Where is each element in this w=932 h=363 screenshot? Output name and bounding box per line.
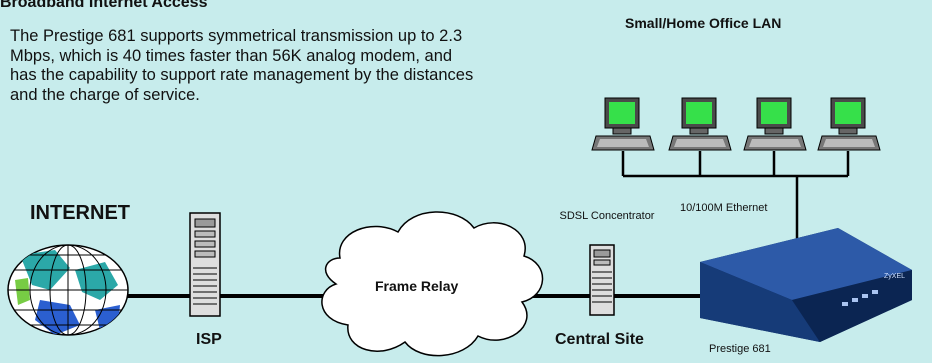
lan-label: Small/Home Office LAN (625, 15, 782, 31)
ethernet-label: 10/100M Ethernet (680, 202, 768, 214)
central-site-label: Central Site (555, 331, 644, 348)
router-label: Prestige 681 (709, 343, 771, 355)
description-text: The Prestige 681 supports symmetrical tr… (10, 27, 474, 104)
router-brand-logo: ZyXEL (884, 273, 905, 280)
lan-computer-icon (591, 97, 655, 151)
frame-relay-label: Frame Relay (375, 278, 459, 294)
frame-relay-cloud-icon (321, 211, 544, 357)
page-title: Broadband Internet Access (0, 0, 208, 11)
lan-computer-icon (743, 97, 807, 151)
lan-computer-icon (817, 97, 881, 151)
lan-computer-icon (668, 97, 732, 151)
sdsl-concentrator-icon (589, 244, 615, 316)
isp-server-icon (189, 212, 221, 317)
prestige-router-icon: ZyXEL (700, 228, 912, 342)
isp-label: ISP (196, 331, 222, 348)
internet-globe-icon (7, 244, 129, 336)
internet-label: INTERNET (30, 202, 130, 224)
concentrator-label: SDSL Concentrator (559, 210, 655, 222)
